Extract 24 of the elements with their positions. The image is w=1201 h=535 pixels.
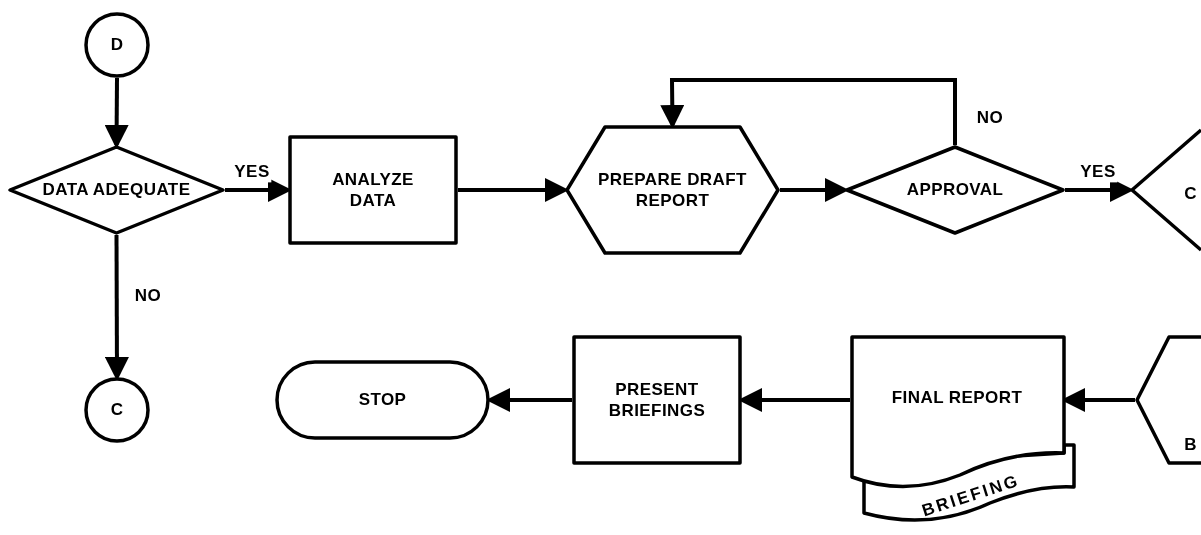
preparation-hexagon [565, 125, 780, 255]
node-label: B [1184, 433, 1197, 455]
connector-circle [84, 377, 150, 443]
node-label: D [110, 34, 124, 56]
node-label: ANALYZE DATA [331, 168, 415, 212]
node-label: DATA ADEQUATE [42, 179, 191, 201]
node-label: STOP [358, 389, 407, 411]
process-box [572, 335, 742, 465]
arrow [780, 178, 849, 202]
arrow [660, 78, 957, 145]
connector-circle [84, 12, 150, 78]
process-box [288, 135, 458, 245]
decision-diamond [845, 145, 1065, 235]
arrow [104, 78, 129, 149]
node-label: C [110, 399, 124, 421]
node-label: FINAL REPORT [891, 386, 1023, 409]
node-label: APPROVAL [906, 179, 1004, 201]
preparation-hexagon [1135, 335, 1201, 465]
arrow [458, 178, 569, 202]
node-label: C [1184, 182, 1197, 204]
node-label: PRESENT BRIEFINGS [607, 378, 707, 422]
preparation-hexagon [1130, 128, 1201, 252]
node-label: PREPARE DRAFT REPORT [597, 168, 748, 212]
decision-diamond [8, 145, 225, 235]
